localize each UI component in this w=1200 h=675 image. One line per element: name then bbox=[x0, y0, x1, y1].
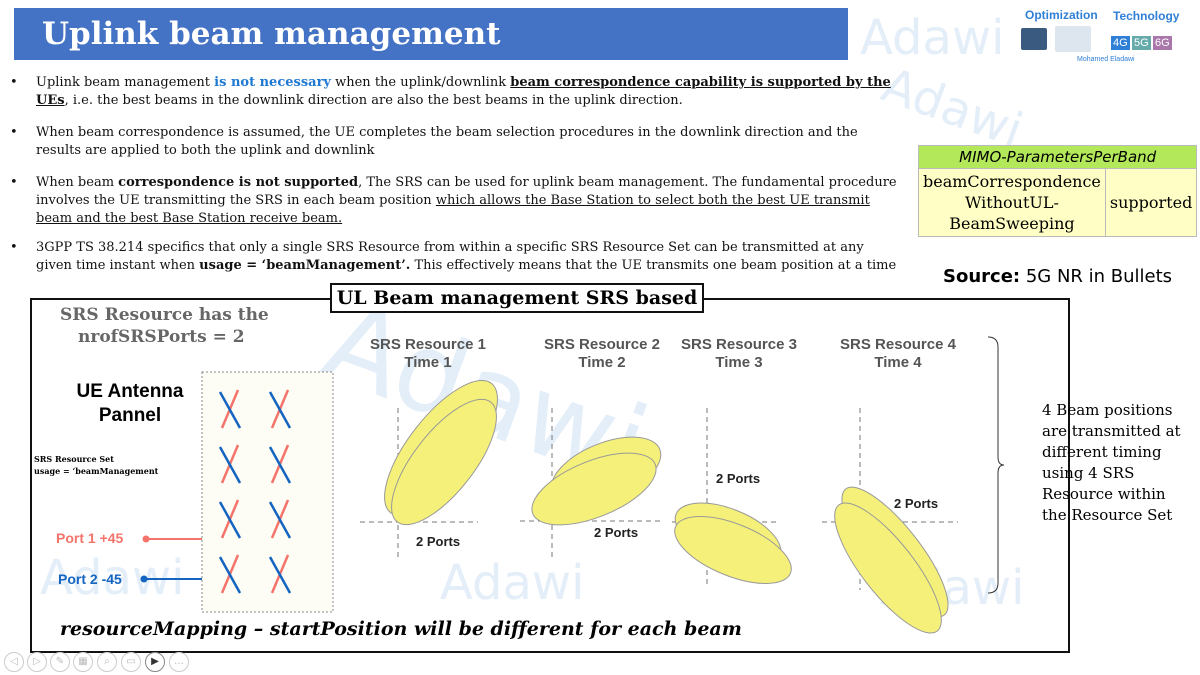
beam bbox=[674, 516, 792, 584]
badge-6g: 6G bbox=[1153, 36, 1172, 50]
more-options-icon[interactable]: … bbox=[169, 652, 189, 672]
ports-label-1: 2 Ports bbox=[416, 534, 461, 549]
beam bbox=[391, 398, 497, 526]
antenna-element bbox=[218, 556, 242, 594]
monitor-icon bbox=[1021, 28, 1047, 50]
source: Source: 5G NR in Bullets bbox=[943, 266, 1173, 287]
logo-author: Mohamed Eladawi bbox=[1077, 56, 1135, 63]
logo: Optimization Technology 4G 5G 6G Mohamed… bbox=[1015, 8, 1195, 68]
logo-optimization: Optimization bbox=[1025, 8, 1098, 22]
bullet-3: •When beam correspondence is not support… bbox=[10, 175, 897, 226]
antenna-element bbox=[268, 556, 292, 594]
diagram-footer: resourceMapping – startPosition will be … bbox=[60, 618, 742, 640]
antenna-element bbox=[218, 446, 242, 484]
zoom-icon[interactable]: ⌕ bbox=[97, 652, 117, 672]
bullet-4: •3GPP TS 38.214 specifics that only a si… bbox=[10, 240, 897, 273]
port1-label: Port 1 +45 bbox=[56, 530, 124, 546]
antenna-element bbox=[268, 501, 292, 539]
camera-icon[interactable]: ▶ bbox=[145, 652, 165, 672]
antenna-element bbox=[218, 501, 242, 539]
beam bbox=[834, 502, 942, 634]
mimo-parameters-table: MIMO-ParametersPerBand beamCorrespondenc… bbox=[917, 145, 1198, 237]
badge-4g: 4G bbox=[1111, 36, 1130, 50]
bullet-1: •Uplink beam management is not necessary… bbox=[10, 75, 891, 108]
previous-slide-button[interactable]: ◁ bbox=[4, 652, 24, 672]
port2-label: Port 2 -45 bbox=[58, 571, 122, 587]
pen-icon[interactable]: ✎ bbox=[50, 652, 70, 672]
antenna-panel bbox=[140, 371, 334, 613]
watermark: Adawi bbox=[440, 555, 585, 611]
slide-title: Uplink beam management bbox=[14, 8, 848, 60]
ports-label-2: 2 Ports bbox=[594, 525, 639, 540]
badge-5g: 5G bbox=[1132, 36, 1151, 50]
ports-label-4: 2 Ports bbox=[894, 496, 939, 511]
antenna-element bbox=[268, 391, 292, 429]
next-slide-button[interactable]: ▷ bbox=[27, 652, 47, 672]
brace bbox=[987, 336, 1005, 594]
beam bbox=[531, 452, 657, 526]
table-value: supported bbox=[1104, 168, 1198, 237]
dashboard-icon bbox=[1055, 26, 1091, 52]
logo-technology: Technology bbox=[1113, 9, 1180, 23]
bullet-2: •When beam correspondence is assumed, th… bbox=[10, 125, 858, 158]
antenna-element bbox=[218, 391, 242, 429]
ports-label-3: 2 Ports bbox=[716, 471, 761, 486]
diagram-header: UL Beam management SRS based bbox=[330, 283, 704, 313]
slides-grid-icon[interactable]: ▦ bbox=[73, 652, 93, 672]
subtitles-icon[interactable]: ▭ bbox=[121, 652, 141, 672]
antenna-element bbox=[268, 446, 292, 484]
watermark: Adawi bbox=[860, 10, 1005, 66]
